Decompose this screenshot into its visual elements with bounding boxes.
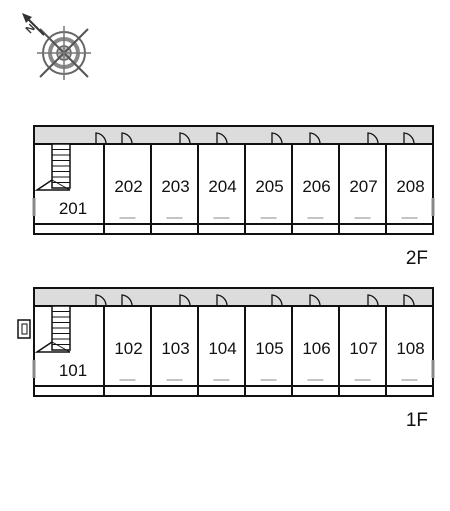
stairs-landing (34, 341, 70, 353)
stairs-landing (34, 179, 70, 191)
room-108-label: 108 (396, 339, 424, 358)
mailbox-icon (17, 319, 31, 339)
room-208-label: 208 (396, 177, 424, 196)
room-207-label: 207 (349, 177, 377, 196)
door-icon (271, 132, 283, 144)
room-201-label: 201 (59, 199, 87, 218)
door-icon (403, 132, 415, 144)
room-206-label: 206 (302, 177, 330, 196)
door-icon (121, 294, 133, 306)
room-202-label: 202 (114, 177, 142, 196)
mailbox-slot (21, 323, 28, 335)
room-107-label: 107 (349, 339, 377, 358)
room-105-label: 105 (255, 339, 283, 358)
room-102-label: 102 (114, 339, 142, 358)
room-205-label: 205 (255, 177, 283, 196)
door-icon (367, 294, 379, 306)
room-106-label: 106 (302, 339, 330, 358)
door-icon (309, 294, 321, 306)
door-icon (95, 294, 107, 306)
room-104-label: 104 (208, 339, 236, 358)
door-icon (95, 132, 107, 144)
door-icon (179, 294, 191, 306)
room-103-label: 103 (161, 339, 189, 358)
stairs-landing (51, 179, 71, 191)
door-icon (309, 132, 321, 144)
compass-icon: N (22, 13, 91, 80)
door-icon (121, 132, 133, 144)
door-icon (403, 294, 415, 306)
floor-1F-plan: 101 102 103 104 105 106 107 108 1F (17, 287, 435, 431)
door-icon (216, 294, 228, 306)
building-outline (33, 125, 434, 235)
door-icon (179, 132, 191, 144)
door-icon (367, 132, 379, 144)
floor-2F-label: 2F (406, 248, 428, 269)
door-icon (216, 132, 228, 144)
room-203-label: 203 (161, 177, 189, 196)
room-204-label: 204 (208, 177, 236, 196)
floor-2F-plan: 201 202 203 204 205 206 207 208 2F (32, 125, 435, 269)
compass-north-label: N (24, 22, 38, 36)
stairs-landing (51, 341, 71, 353)
building-outline (33, 287, 434, 397)
room-101-label: 101 (59, 361, 87, 380)
door-icon (271, 294, 283, 306)
floor-1F-label: 1F (406, 410, 428, 431)
